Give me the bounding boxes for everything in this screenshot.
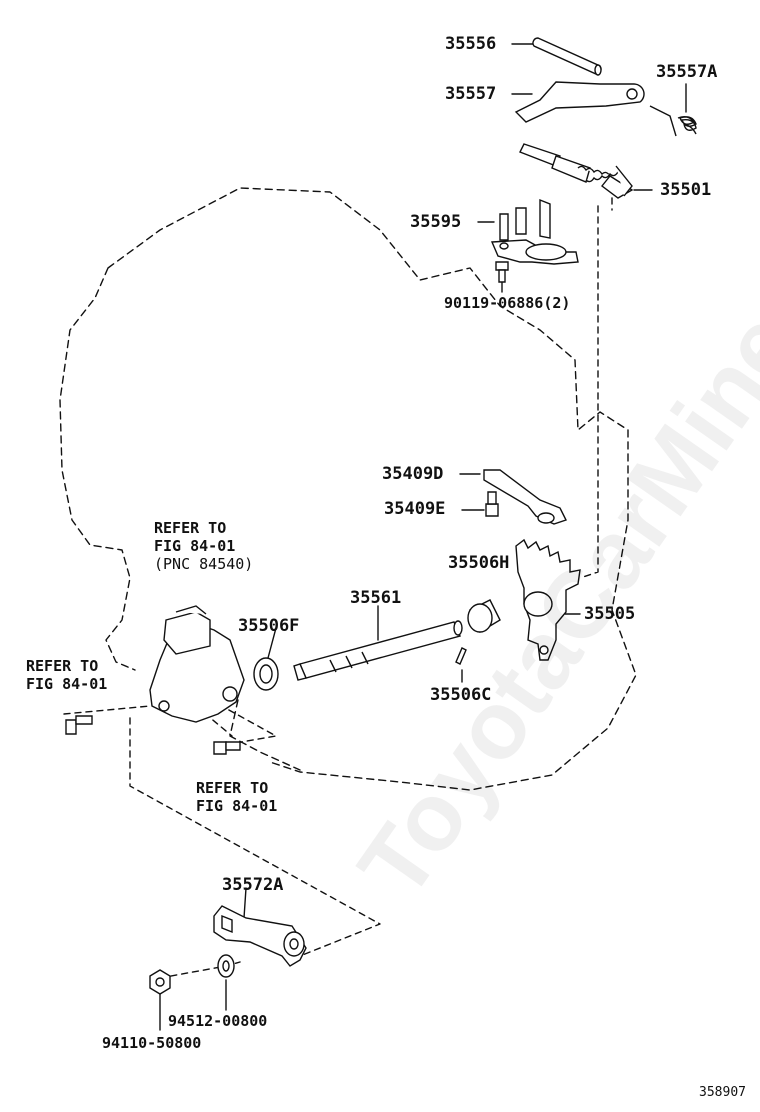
transmission-case-outline xyxy=(59,187,637,791)
arm-35409d xyxy=(483,469,567,525)
label-94110: 94110-50800 xyxy=(102,1034,202,1052)
bracket-35595 xyxy=(490,198,579,265)
seal-35506f xyxy=(253,657,279,691)
label-35556: 35556 xyxy=(445,34,497,54)
label-35409d: 35409D xyxy=(382,464,444,484)
label-35572a: 35572A xyxy=(222,875,284,895)
guide-lines xyxy=(63,197,613,979)
nut-94110 xyxy=(149,969,171,995)
lever-35557 xyxy=(514,81,645,123)
refer-note-pnc-line1: REFER TO xyxy=(154,519,227,537)
refer-note-left: REFER TO FIG 84-01 xyxy=(26,657,107,693)
pin-35506c xyxy=(455,647,467,665)
label-35557: 35557 xyxy=(445,84,497,104)
figure-number: 358907 xyxy=(699,1085,746,1100)
spring-35557a xyxy=(649,105,697,137)
refer-note-left-line2: FIG 84-01 xyxy=(26,675,108,693)
switch-bolt-left xyxy=(65,715,93,735)
lever-35572a xyxy=(213,905,307,967)
label-35506f: 35506F xyxy=(238,616,300,636)
refer-note-pnc-line3: (PNC 84540) xyxy=(154,555,254,573)
refer-note-bottom: REFER TO FIG 84-01 xyxy=(196,779,277,815)
bolt-35409e xyxy=(485,491,499,517)
label-35409e: 35409E xyxy=(384,499,446,519)
shaft-35561 xyxy=(293,620,463,681)
refer-note-bottom-line1: REFER TO xyxy=(196,779,269,797)
label-35595: 35595 xyxy=(410,212,462,232)
bolt-90119 xyxy=(495,261,509,283)
detent-lever-35505 xyxy=(515,538,581,661)
label-94512: 94512-00800 xyxy=(168,1012,268,1030)
refer-note-pnc-line2: FIG 84-01 xyxy=(154,537,236,555)
label-35506c: 35506C xyxy=(430,685,492,705)
label-35557a: 35557A xyxy=(656,62,718,82)
label-35506h: 35506H xyxy=(448,553,510,573)
switch-bolt-bottom xyxy=(213,741,241,755)
label-35561: 35561 xyxy=(350,588,402,608)
washer-94512 xyxy=(217,954,235,978)
collar-35506h xyxy=(467,599,501,634)
label-90119: 90119-06886(2) xyxy=(444,294,571,312)
refer-note-bottom-line2: FIG 84-01 xyxy=(196,797,278,815)
label-35501: 35501 xyxy=(660,180,712,200)
neutral-start-switch xyxy=(149,605,245,723)
pin-35556 xyxy=(532,37,602,76)
refer-note-left-line1: REFER TO xyxy=(26,657,99,675)
refer-note-pnc: REFER TO FIG 84-01 (PNC 84540) xyxy=(154,519,253,573)
cable-35501 xyxy=(519,143,634,199)
label-35505: 35505 xyxy=(584,604,636,624)
